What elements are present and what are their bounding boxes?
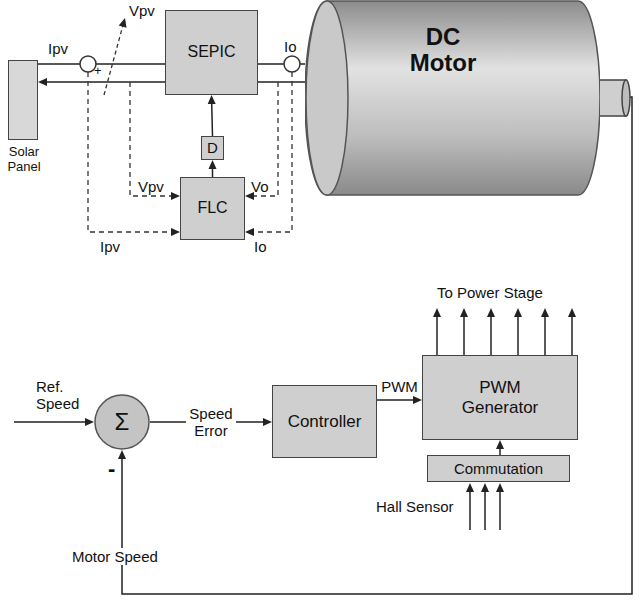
arrow-head xyxy=(487,308,495,317)
node-label: FLC xyxy=(197,199,227,217)
power-stage-arrows xyxy=(437,316,572,355)
motor-shaft xyxy=(622,80,630,116)
signal-label: Vpv xyxy=(138,178,164,195)
arrow-head xyxy=(119,18,127,28)
signal-label: Ref. Speed xyxy=(36,378,88,413)
power-stage-arrows xyxy=(463,316,465,355)
sense-line xyxy=(88,72,173,232)
power-stage-arrows xyxy=(436,316,438,355)
arrow-head xyxy=(263,418,272,426)
connector xyxy=(38,78,165,86)
hall-signal-arrows xyxy=(470,491,500,530)
fuzzy-controller-box: FLC xyxy=(180,177,245,240)
signal-label: To Power Stage xyxy=(437,284,543,301)
arrow-head xyxy=(171,228,180,236)
hall-signal-arrows xyxy=(469,491,471,530)
connector xyxy=(496,440,504,455)
arrow-head xyxy=(433,308,576,317)
arrow-head xyxy=(496,440,504,449)
arrow-head xyxy=(481,483,489,492)
connector-line xyxy=(377,399,415,401)
power-stage-arrows xyxy=(571,316,573,355)
converter-box: SEPIC xyxy=(165,10,258,95)
signal-label: + xyxy=(94,64,102,79)
connector xyxy=(209,160,217,177)
node-label: Solar Panel xyxy=(0,145,51,175)
node-label: DC Motor xyxy=(398,24,488,77)
connector-line xyxy=(258,81,305,83)
arrow-head xyxy=(413,396,422,404)
node-label: Commutation xyxy=(454,460,543,477)
connector xyxy=(208,95,216,136)
arrow-head xyxy=(433,308,441,317)
current-sensor xyxy=(80,56,96,72)
junction-outline xyxy=(95,395,149,449)
sense-line xyxy=(252,72,292,232)
dc-motor: DC Motor xyxy=(305,0,600,196)
node-label: SEPIC xyxy=(187,43,235,61)
arrow-head xyxy=(208,95,216,104)
signal-label: - xyxy=(108,456,115,481)
signal-label: Motor Speed xyxy=(70,548,160,565)
solar-panel: Solar Panel xyxy=(8,60,38,140)
arrow-head xyxy=(460,308,468,317)
arrow-head xyxy=(245,228,254,236)
signal-label: Ipv xyxy=(100,238,120,255)
power-stage-arrows xyxy=(490,316,492,355)
duty-box: D xyxy=(201,136,224,160)
connector-line xyxy=(45,81,165,83)
hall-signal-arrows xyxy=(484,491,486,530)
arrow-head xyxy=(171,192,180,200)
arrow-head xyxy=(514,308,522,317)
signal-label: Hall Sensor xyxy=(376,498,454,515)
sense-line xyxy=(252,82,278,196)
signal-label: Vpv xyxy=(129,2,155,19)
edge-label: PWM xyxy=(381,379,418,396)
connector-line xyxy=(211,102,213,136)
signal-label: Io xyxy=(254,238,267,255)
signal-label: Io xyxy=(284,38,297,55)
signal-label: Ipv xyxy=(48,40,68,57)
arrow-head xyxy=(466,483,504,492)
voltage-probe xyxy=(104,25,123,95)
node-label: Σ xyxy=(115,408,130,436)
node-label: Controller xyxy=(288,412,362,432)
motor-shaft xyxy=(596,80,630,116)
motor-end-face xyxy=(306,1,348,195)
power-stage-arrows xyxy=(517,316,519,355)
sense-line xyxy=(130,82,173,196)
edge-label: Speed Error xyxy=(186,406,236,439)
signal-label: Vo xyxy=(251,178,269,195)
arrow-head xyxy=(568,308,576,317)
arrow-head xyxy=(118,450,126,459)
arrow-head xyxy=(541,308,549,317)
arrow-head xyxy=(496,483,504,492)
node-label: PWM Generator xyxy=(453,378,548,417)
arrow-head xyxy=(209,160,217,169)
connector xyxy=(377,396,422,404)
arrow-head xyxy=(466,483,474,492)
power-stage-arrows xyxy=(544,316,546,355)
node-label: D xyxy=(207,139,218,156)
arrow-head xyxy=(85,418,94,426)
voltage-probe xyxy=(104,25,123,95)
commutation-box: Commutation xyxy=(427,455,570,482)
pwm-generator-box: PWM Generator xyxy=(422,355,578,440)
arrow-head xyxy=(38,78,47,86)
summing-junction: Σ xyxy=(94,394,150,450)
current-sensor xyxy=(284,56,300,72)
hall-signal-arrows xyxy=(499,491,501,530)
motor-body xyxy=(305,1,600,195)
reference-input xyxy=(14,421,87,423)
connector xyxy=(258,82,305,83)
controller-box: Controller xyxy=(272,385,377,458)
reference-input xyxy=(14,421,87,423)
